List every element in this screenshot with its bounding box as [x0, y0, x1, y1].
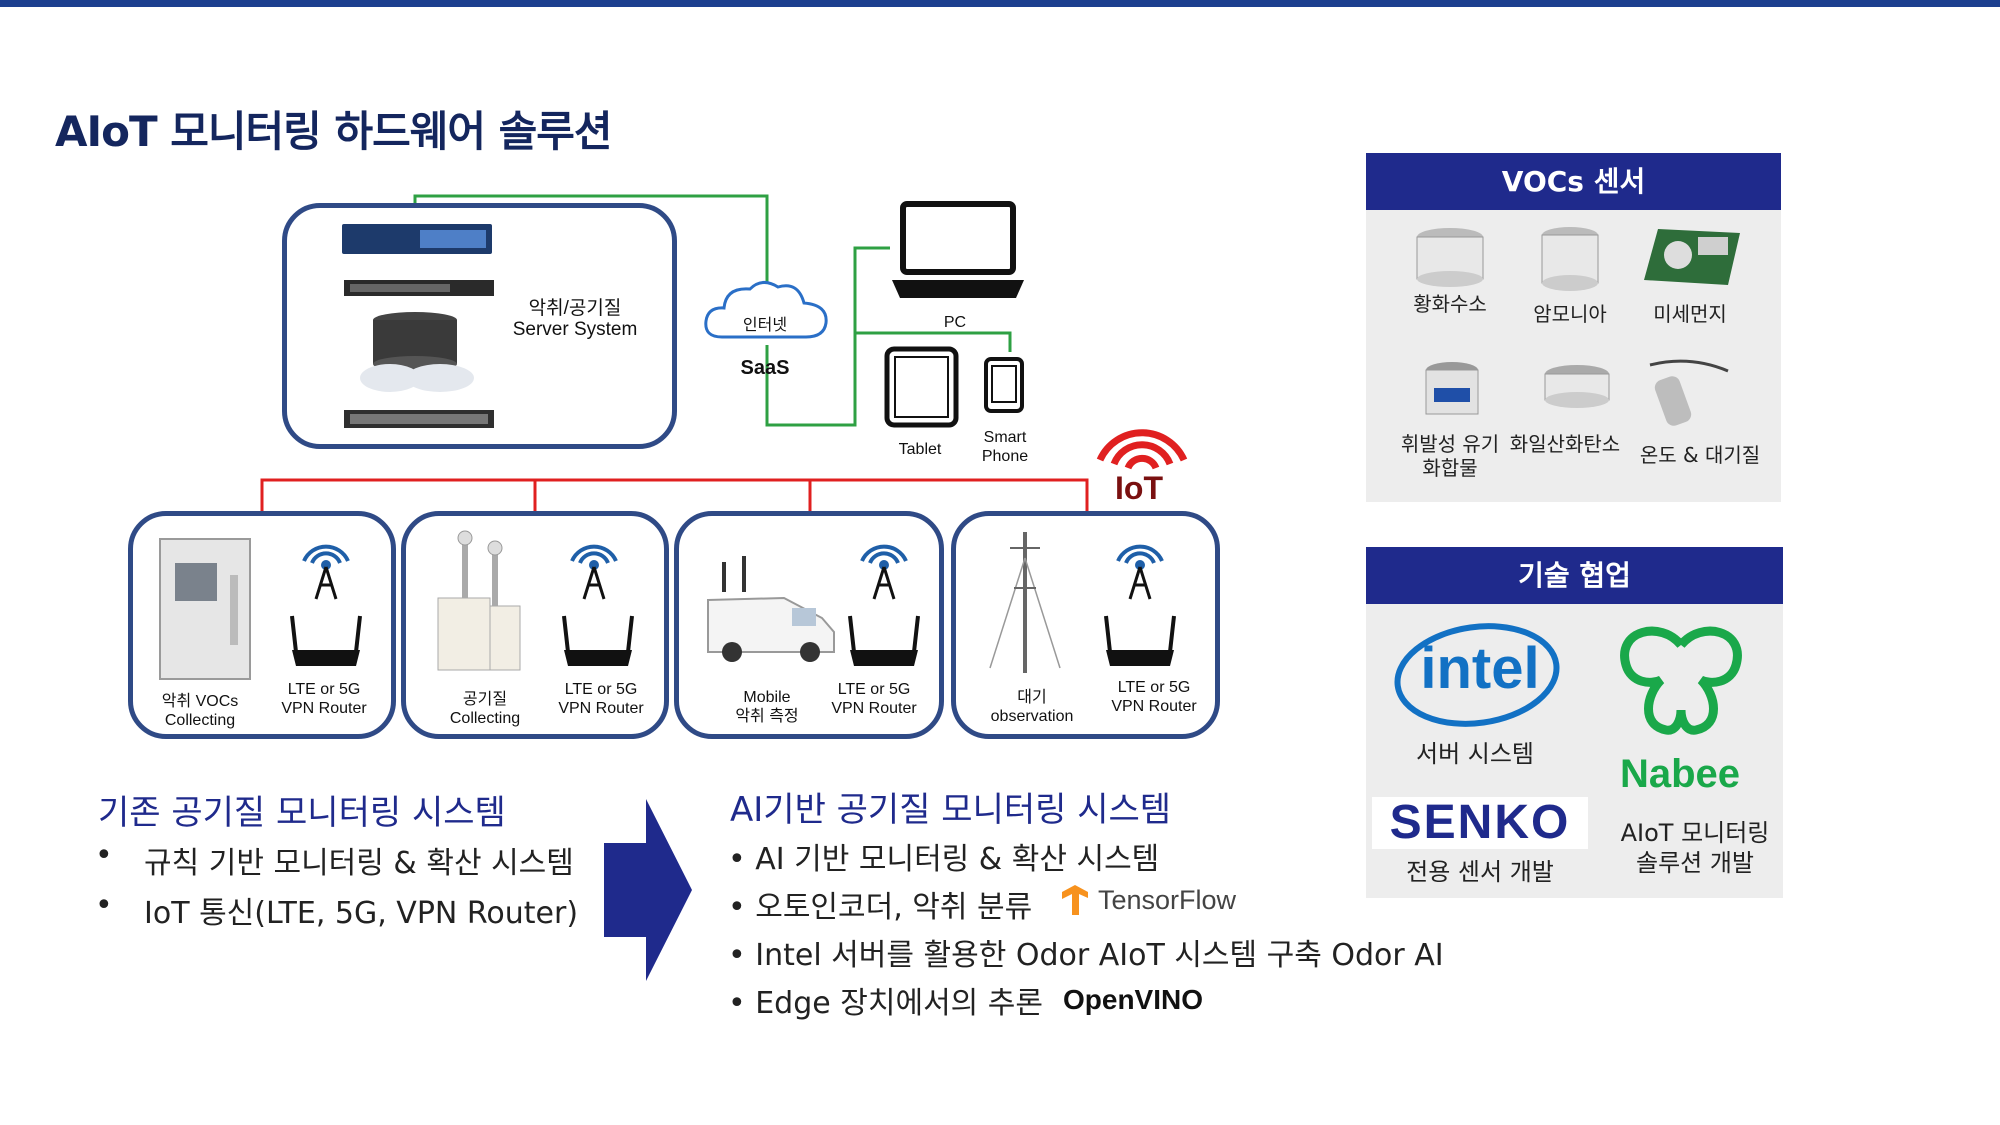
co-sensor-icon	[1544, 365, 1610, 408]
server-rack-icon	[342, 224, 494, 428]
ai-bullet-4: • Edge 장치에서의 추론	[728, 986, 1044, 1021]
iot-wifi-icon	[1096, 429, 1188, 470]
saas-label: SaaS	[740, 357, 790, 379]
sensor-label-dust: 미세먼지	[1653, 302, 1727, 326]
page-title: AIoT 모니터링 하드웨어 솔루션	[55, 107, 613, 156]
tablet-label: Tablet	[898, 441, 942, 458]
mobile-van-icon	[707, 556, 835, 662]
atmosphere-router-icon	[1104, 615, 1176, 666]
sensor-label-temperature: 온도 & 대기질	[1639, 443, 1761, 467]
tablet-icon	[884, 346, 959, 428]
collab-panel-heading: 기술 협업	[1366, 547, 1783, 604]
openvino-logo-text: OpenVINO	[1063, 984, 1204, 1015]
vocs-panel-heading: VOCs 센서	[1366, 153, 1781, 210]
ai-bullet-2: • 오토인코더, 악취 분류	[728, 890, 1033, 925]
ai-bullet-1: • AI 기반 모니터링 & 확산 시스템	[728, 842, 1160, 877]
legacy-bullet-dot-1: •	[95, 838, 113, 873]
intel-caption: 서버 시스템	[1415, 740, 1535, 768]
nabee-butterfly-logo	[1620, 626, 1742, 735]
senko-logo-box	[1372, 797, 1588, 849]
senko-caption: 전용 센서 개발	[1406, 858, 1554, 886]
tensorflow-icon	[1062, 885, 1088, 915]
mobile-antenna-icon	[860, 544, 908, 600]
legacy-bullet-dot-2: •	[95, 888, 113, 923]
senko-logo-text: SENKO	[1389, 796, 1571, 849]
transition-arrow	[604, 799, 692, 981]
ai-heading: AI기반 공기질 모니터링 시스템	[730, 790, 1172, 830]
sensor-label-h2s: 황화수소	[1413, 292, 1487, 316]
h2s-sensor-icon	[1416, 228, 1484, 287]
dust-sensor-icon	[1644, 229, 1740, 285]
temperature-sensor-icon	[1649, 359, 1729, 426]
voc-sensor-icon	[1425, 362, 1479, 415]
pc-label: PC	[943, 314, 967, 331]
internet-cloud-icon	[704, 281, 828, 339]
tensorflow-logo-text: TensorFlow	[1098, 885, 1237, 915]
airquality-router-icon	[562, 615, 634, 666]
pc-to-phone-line	[855, 331, 1012, 352]
airquality-station-icon	[437, 530, 521, 671]
station-box-atmosphere	[951, 511, 1220, 739]
vocs-router-icon	[290, 615, 362, 666]
top-accent-bar	[0, 0, 2000, 7]
intel-logo	[1394, 623, 1560, 727]
atmosphere-antenna-icon	[1116, 544, 1164, 600]
cloud-label: 인터넷	[742, 317, 788, 334]
nabee-logo-text: Nabee	[1619, 752, 1741, 796]
sensor-label-nh3: 암모니아	[1533, 302, 1607, 326]
ai-bullet-3: • Intel 서버를 활용한 Odor AIoT 시스템 구축 Odor AI	[728, 938, 1444, 973]
mobile-router-icon	[848, 615, 920, 666]
laptop-icon	[892, 201, 1024, 298]
airquality-antenna-icon	[570, 544, 618, 600]
sensor-label-co: 화일산화탄소	[1509, 432, 1621, 456]
collab-panel-body	[1366, 604, 1783, 898]
legacy-bullet-1: 규칙 기반 모니터링 & 확산 시스템	[144, 846, 574, 881]
legacy-heading: 기존 공기질 모니터링 시스템	[98, 793, 506, 833]
iot-label: IoT	[1115, 470, 1163, 506]
legacy-bullet-2: IoT 통신(LTE, 5G, VPN Router)	[144, 896, 579, 931]
intel-logo-text: intel	[1420, 636, 1540, 701]
nh3-sensor-icon	[1541, 227, 1599, 291]
weather-mast-icon	[989, 532, 1061, 673]
iot-bus-line	[260, 478, 1089, 513]
server-to-cloud-line	[413, 194, 769, 283]
vocs-cabinet-icon	[159, 538, 251, 680]
smartphone-icon	[984, 357, 1024, 413]
vocs-antenna-icon	[302, 544, 350, 600]
cloud-to-pc-line	[765, 246, 890, 427]
